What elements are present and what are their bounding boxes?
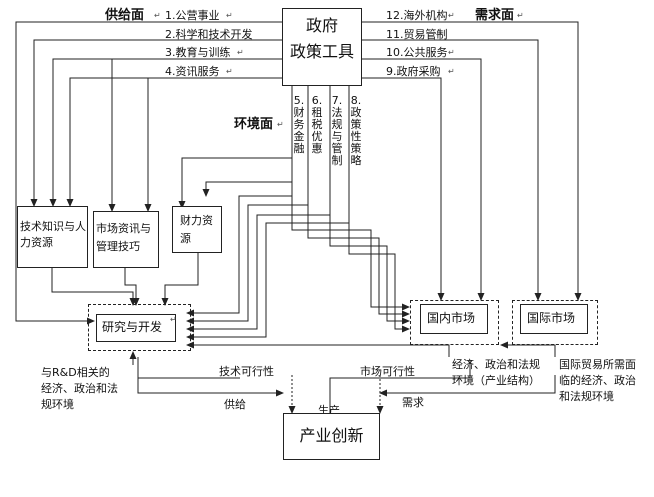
industrial-innovation-label: 产业创新 <box>299 426 364 445</box>
demand-line-11 <box>362 39 542 301</box>
finance-resource-label: 财力资源 <box>180 214 213 245</box>
para-mark: ↵ <box>517 11 524 20</box>
environment-item-8: 8.政策性策略 <box>350 94 362 167</box>
policy-title-line1: 政府 <box>305 16 338 35</box>
market-info-label: 市场资讯与管理技巧 <box>96 222 151 253</box>
supply-item-3: 3.教育与训练 <box>165 46 231 59</box>
industrial-innovation-box <box>283 413 380 460</box>
environment-item-5: 5.财务金融 <box>293 94 305 155</box>
supply-line-3 <box>49 58 282 207</box>
demand-item-12: 12.海外机构 <box>386 9 448 22</box>
supply-side-label: 供给面 <box>105 8 145 23</box>
para-mark: ↵ <box>237 48 244 57</box>
international-market-label: 国际市场 <box>527 311 576 325</box>
market-feasibility-line <box>329 360 471 393</box>
para-mark: ↵ <box>226 67 233 76</box>
domestic-market-label: 国内市场 <box>427 311 476 325</box>
para-mark: ↵ <box>448 67 455 76</box>
demand-item-11: 11.贸易管制 <box>386 28 448 41</box>
supply-item-1: 1.公营事业 <box>165 9 220 22</box>
demand-side-label: 需求面 <box>475 8 515 23</box>
para-mark: ↵ <box>154 11 161 20</box>
tech-knowledge-label: 技术知识与人力资源 <box>20 220 86 249</box>
rd-environment-note: 与R&D相关的 经济、政治和法 规环境 <box>41 366 118 411</box>
finance-resource-box <box>172 206 222 253</box>
para-mark: ↵ <box>448 11 455 20</box>
policy-title-line2: 政策工具 <box>289 42 354 61</box>
demand-item-9: 9.政府采购 <box>386 65 441 78</box>
supply-line-2 <box>30 39 282 207</box>
international-environment-note: 国际贸易所需面 临的经济、政治 和法规环境 <box>559 358 636 403</box>
policy-tools-box <box>282 8 362 86</box>
market-feasibility-label: 市场可行性 <box>360 365 415 378</box>
supply-line-1 <box>15 21 282 325</box>
rd-dashed-frame <box>88 304 191 351</box>
demand-line-9 <box>362 77 445 301</box>
supply-line-4 <box>66 77 282 207</box>
para-mark: ↵ <box>436 30 443 39</box>
production-flow-label: 生产 <box>318 404 340 417</box>
flow-supply <box>137 357 284 397</box>
supply-item-2: 2.科学和技术开发 <box>165 28 253 41</box>
environment-side-label: 环境面 <box>234 117 274 132</box>
demand-flow-label: 需求 <box>402 396 424 409</box>
international-market-dashed-frame <box>512 300 598 345</box>
flow-demand <box>379 375 556 397</box>
tech-feasibility-label: 技术可行性 <box>219 365 274 378</box>
environment-item-6: 6.租税优惠 <box>311 94 323 155</box>
domestic-market-box <box>420 304 488 334</box>
rd-label: 研究与开发 <box>102 320 163 334</box>
market-info-box <box>93 211 159 268</box>
supply-flow-label: 供给 <box>224 398 246 411</box>
environment-item-7: 7.法规与管制 <box>331 94 343 167</box>
para-mark: ↵ <box>226 11 233 20</box>
international-market-box <box>520 304 588 334</box>
para-mark: ↵ <box>277 120 284 129</box>
domestic-environment-note: 经济、政治和法规 环境（产业结构） <box>452 358 540 387</box>
demand-item-10: 10.公共服务 <box>386 46 448 59</box>
para-mark: ↵ <box>170 315 177 324</box>
demand-line-10 <box>362 58 485 301</box>
para-mark: ↵ <box>448 48 455 57</box>
supply-item-4: 4.资讯服务 <box>165 65 220 78</box>
demand-line-12 <box>362 21 582 301</box>
rd-box <box>96 314 176 342</box>
domestic-market-dashed-frame <box>410 300 499 345</box>
tech-knowledge-box <box>17 206 88 268</box>
